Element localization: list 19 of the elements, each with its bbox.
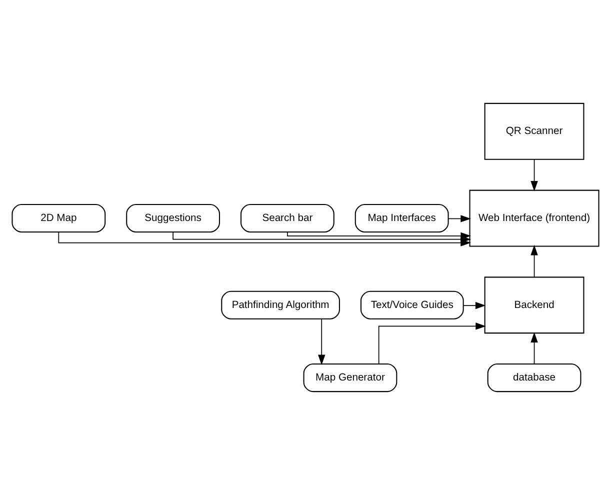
arrow	[463, 301, 486, 309]
node-box: Map Generator	[303, 363, 398, 392]
node-box: Suggestions	[126, 203, 220, 232]
arrow	[287, 231, 472, 239]
node-box: Search bar	[240, 203, 334, 232]
arrow	[318, 318, 326, 365]
arrow	[530, 244, 538, 277]
arrow	[530, 158, 538, 191]
node-box: database	[487, 363, 582, 392]
arrow	[530, 332, 538, 364]
node-box: Web Interface (frontend)	[469, 189, 600, 246]
node-box: Map Interfaces	[354, 203, 449, 232]
arrow	[448, 214, 471, 222]
node-box: Pathfinding Algorithm	[221, 290, 340, 319]
node-box: Backend	[484, 276, 584, 334]
node-box: 2D Map	[12, 203, 106, 232]
arrow	[378, 322, 486, 364]
node-box: QR Scanner	[484, 102, 584, 160]
node-box: Text/Voice Guides	[360, 290, 464, 319]
